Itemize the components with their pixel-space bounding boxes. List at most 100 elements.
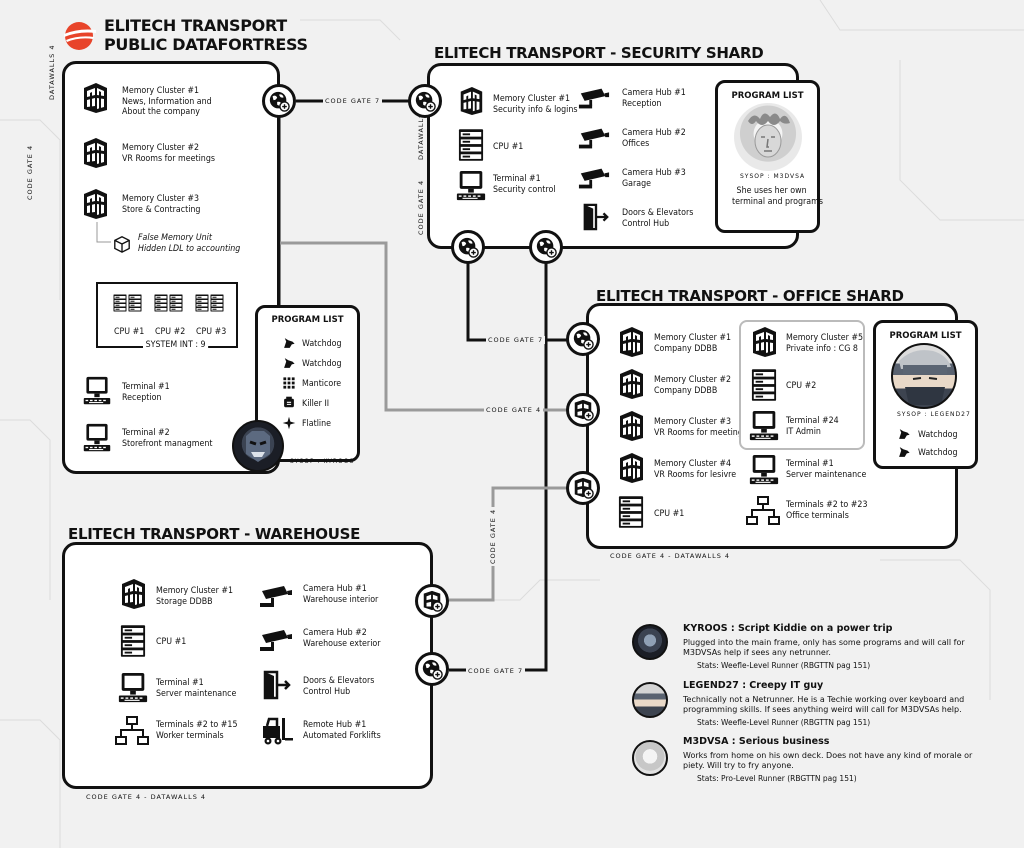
code-gate-public[interactable]	[262, 84, 296, 118]
code-gate-security-bottom-right[interactable]	[529, 230, 563, 264]
system-int-label: SYSTEM INT : 9	[143, 340, 209, 351]
sec-cam1-sub: Reception	[622, 98, 662, 109]
warehouse-footer: CODE GATE 4 - DATAWALLS 4	[86, 793, 207, 801]
wh-cam2-sub: Warehouse exterior	[303, 638, 381, 649]
program-list-title: PROGRAM LIST	[271, 315, 344, 325]
kyroos-note-avatar	[632, 624, 668, 660]
warehouse-panel	[62, 542, 433, 789]
off-mc1-label: Memory Cluster #1	[654, 333, 732, 343]
fmu-sub: Hidden LDL to accounting	[138, 243, 241, 254]
note-line: programming skills. If sees anything wei…	[683, 705, 962, 714]
program-list-title: PROGRAM LIST	[889, 331, 962, 341]
header-line1: ELITECH TRANSPORT	[104, 16, 287, 35]
wh-t1-label: Terminal #1	[156, 678, 204, 688]
office-title: ELITECH TRANSPORT - OFFICE SHARD	[596, 287, 904, 305]
killer-icon	[282, 396, 296, 410]
program-item: Killer II	[302, 399, 330, 409]
server-rack-icon	[154, 294, 183, 312]
wh-cam1-sub: Warehouse interior	[303, 594, 379, 605]
cpu-icon	[120, 624, 146, 658]
camera-icon	[578, 167, 610, 191]
off-t2-label: Terminals #2 to #23	[786, 500, 868, 510]
link-label-cg7-a: CODE GATE 7	[323, 97, 383, 105]
camera-icon	[578, 87, 610, 111]
wh-cam1-label: Camera Hub #1	[303, 584, 367, 594]
terminal-icon	[748, 410, 780, 442]
memory-cluster-icon	[616, 326, 646, 358]
globe-link-icon	[457, 236, 479, 258]
off-t2-sub: Office terminals	[786, 510, 849, 521]
oni-mask-icon	[246, 431, 270, 462]
public-t2-label: Terminal #2	[122, 428, 170, 438]
flatline-icon	[282, 416, 296, 430]
memory-cluster-icon	[80, 82, 110, 114]
sec-cam3-label: Camera Hub #3	[622, 168, 686, 178]
m3dvsa-avatar	[734, 103, 802, 171]
memory-cluster-icon	[80, 137, 110, 169]
off-mc2-label: Memory Cluster #2	[654, 375, 732, 385]
public-t2-sub: Storefront managment	[122, 438, 213, 449]
globe-link-icon	[572, 328, 594, 350]
program-item: Flatline	[302, 419, 332, 429]
off-mc4-label: Memory Cluster #4	[654, 459, 732, 469]
memory-link-icon	[421, 590, 443, 612]
off-cpu2-label: CPU #2	[786, 381, 817, 391]
off-mc3-sub: VR Rooms for meetings	[654, 427, 747, 438]
globe-link-icon	[414, 90, 436, 112]
security-codegate-label: CODE GATE 4	[417, 179, 425, 235]
sec-t1-sub: Security control	[493, 184, 556, 195]
public-cpu1-label: CPU #1	[114, 327, 145, 337]
note-stats: Stats: Pro-Level Runner (RBGTTN pag 151)	[697, 774, 857, 783]
public-mc1-sub1: News, Information and	[122, 96, 212, 107]
program-item: Watchdog	[302, 339, 342, 349]
code-gate-office-2[interactable]	[566, 393, 600, 427]
memory-cluster-icon	[616, 410, 646, 442]
note-line: Works from home on his own deck. Does no…	[683, 751, 973, 760]
wh-cam2-label: Camera Hub #2	[303, 628, 367, 638]
program-item: Watchdog	[302, 359, 342, 369]
note-head: KYROOS : Script Kiddie on a power trip	[683, 623, 893, 634]
note-m3dvsa: M3DVSA : Serious business Works from hom…	[683, 737, 983, 784]
code-gate-warehouse-1[interactable]	[415, 584, 449, 618]
code-gate-security-left[interactable]	[408, 84, 442, 118]
note-legend27: LEGEND27 : Creepy IT guy Technically not…	[683, 681, 983, 728]
wh-doors-label: Doors & Elevators	[303, 676, 375, 686]
code-gate-office-1[interactable]	[566, 322, 600, 356]
note-line: Technically not a Netrunner. He is a Tec…	[683, 695, 965, 704]
note-kyroos: KYROOS : Script Kiddie on a power trip P…	[683, 624, 983, 671]
off-t24-sub: IT Admin	[786, 426, 821, 437]
wh-t2-label: Terminals #2 to #15	[156, 720, 238, 730]
ninja-face-icon	[899, 350, 951, 405]
note-line: piety. Will try to fry anyone.	[683, 761, 794, 770]
link-label-cg4-b: CODE GATE 4	[489, 506, 497, 566]
wh-cpu1-label: CPU #1	[156, 637, 187, 647]
off-mc3-label: Memory Cluster #3	[654, 417, 732, 427]
code-gate-office-3[interactable]	[566, 471, 600, 505]
link-label-cg4-a: CODE GATE 4	[484, 406, 544, 414]
program-item: Watchdog	[918, 430, 958, 440]
globe-link-icon	[268, 90, 290, 112]
off-mc5-sub: Private info : CG 8	[786, 343, 858, 354]
wh-mc1-sub: Storage DDBB	[156, 596, 213, 607]
legend27-avatar	[891, 343, 957, 409]
off-mc5-label: Memory Cluster #5	[786, 333, 864, 343]
code-gate-warehouse-2[interactable]	[415, 652, 449, 686]
sec-cam1-label: Camera Hub #1	[622, 88, 686, 98]
memory-cluster-icon	[118, 578, 148, 610]
program-list-title: PROGRAM LIST	[731, 91, 804, 101]
network-icon	[115, 716, 149, 746]
header-line2: PUBLIC DATAFORTRESS	[104, 35, 308, 54]
public-t1-sub: Reception	[122, 392, 162, 403]
public-cpu3-label: CPU #3	[196, 327, 227, 337]
manticore-icon	[282, 376, 296, 390]
wh-remote-label: Remote Hub #1	[303, 720, 367, 730]
off-mc2-sub: Company DDBB	[654, 385, 718, 396]
globe-link-icon	[421, 658, 443, 680]
code-gate-security-bottom-left[interactable]	[451, 230, 485, 264]
memory-cluster-icon	[616, 368, 646, 400]
off-cpu1-label: CPU #1	[654, 509, 685, 519]
sec-doors-sub: Control Hub	[622, 218, 670, 229]
off-mc4-sub: VR Rooms for lesivre	[654, 469, 737, 480]
elitech-logo-icon	[64, 22, 96, 50]
public-mc1-label: Memory Cluster #1	[122, 86, 200, 96]
